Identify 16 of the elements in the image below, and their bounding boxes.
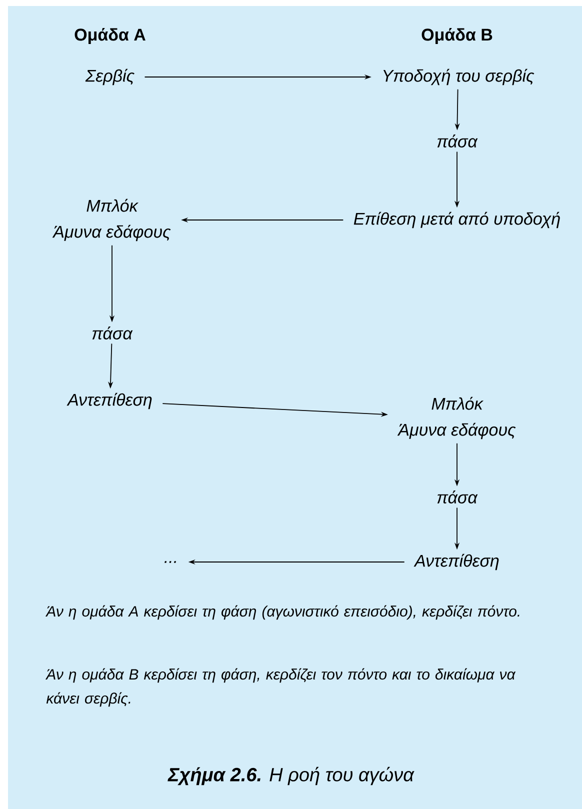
step-text: ...: [164, 561, 176, 563]
step-text: πάσα: [92, 326, 133, 340]
caption: Σχήμα 2.6. Η ροή του αγώνα: [168, 766, 414, 786]
column-heading: Ομάδα Α: [74, 28, 146, 44]
note-text: Άν η ομάδα Α κερδίσει τη φάση (αγωνιστικό επεισόδιο), κερδίζει πόντο.: [45, 605, 520, 620]
step-text: Επίθεση μετά από υποδοχή: [354, 212, 560, 228]
step-text: Μπλόκ Άμυνα εδάφους: [52, 198, 171, 242]
note-text: Άν η ομάδα Β κερδίσει τη φάση, κερδίζει τον πόντο και το δικαίωμα να κάνει σερβίς.: [45, 668, 516, 707]
step-text: Αντεπίθεση: [414, 554, 499, 570]
step-text: πάσα: [437, 490, 478, 504]
step-text: πάσα: [437, 134, 478, 148]
step-text: Μπλόκ Άμυνα εδάφους: [397, 396, 516, 440]
column-heading: Ομάδα Β: [422, 28, 492, 44]
step-text: Αντεπίθεση: [66, 392, 152, 410]
step-text: Σερβίς: [85, 68, 135, 86]
step-text: Υποδοχή του σερβίς: [383, 68, 534, 86]
